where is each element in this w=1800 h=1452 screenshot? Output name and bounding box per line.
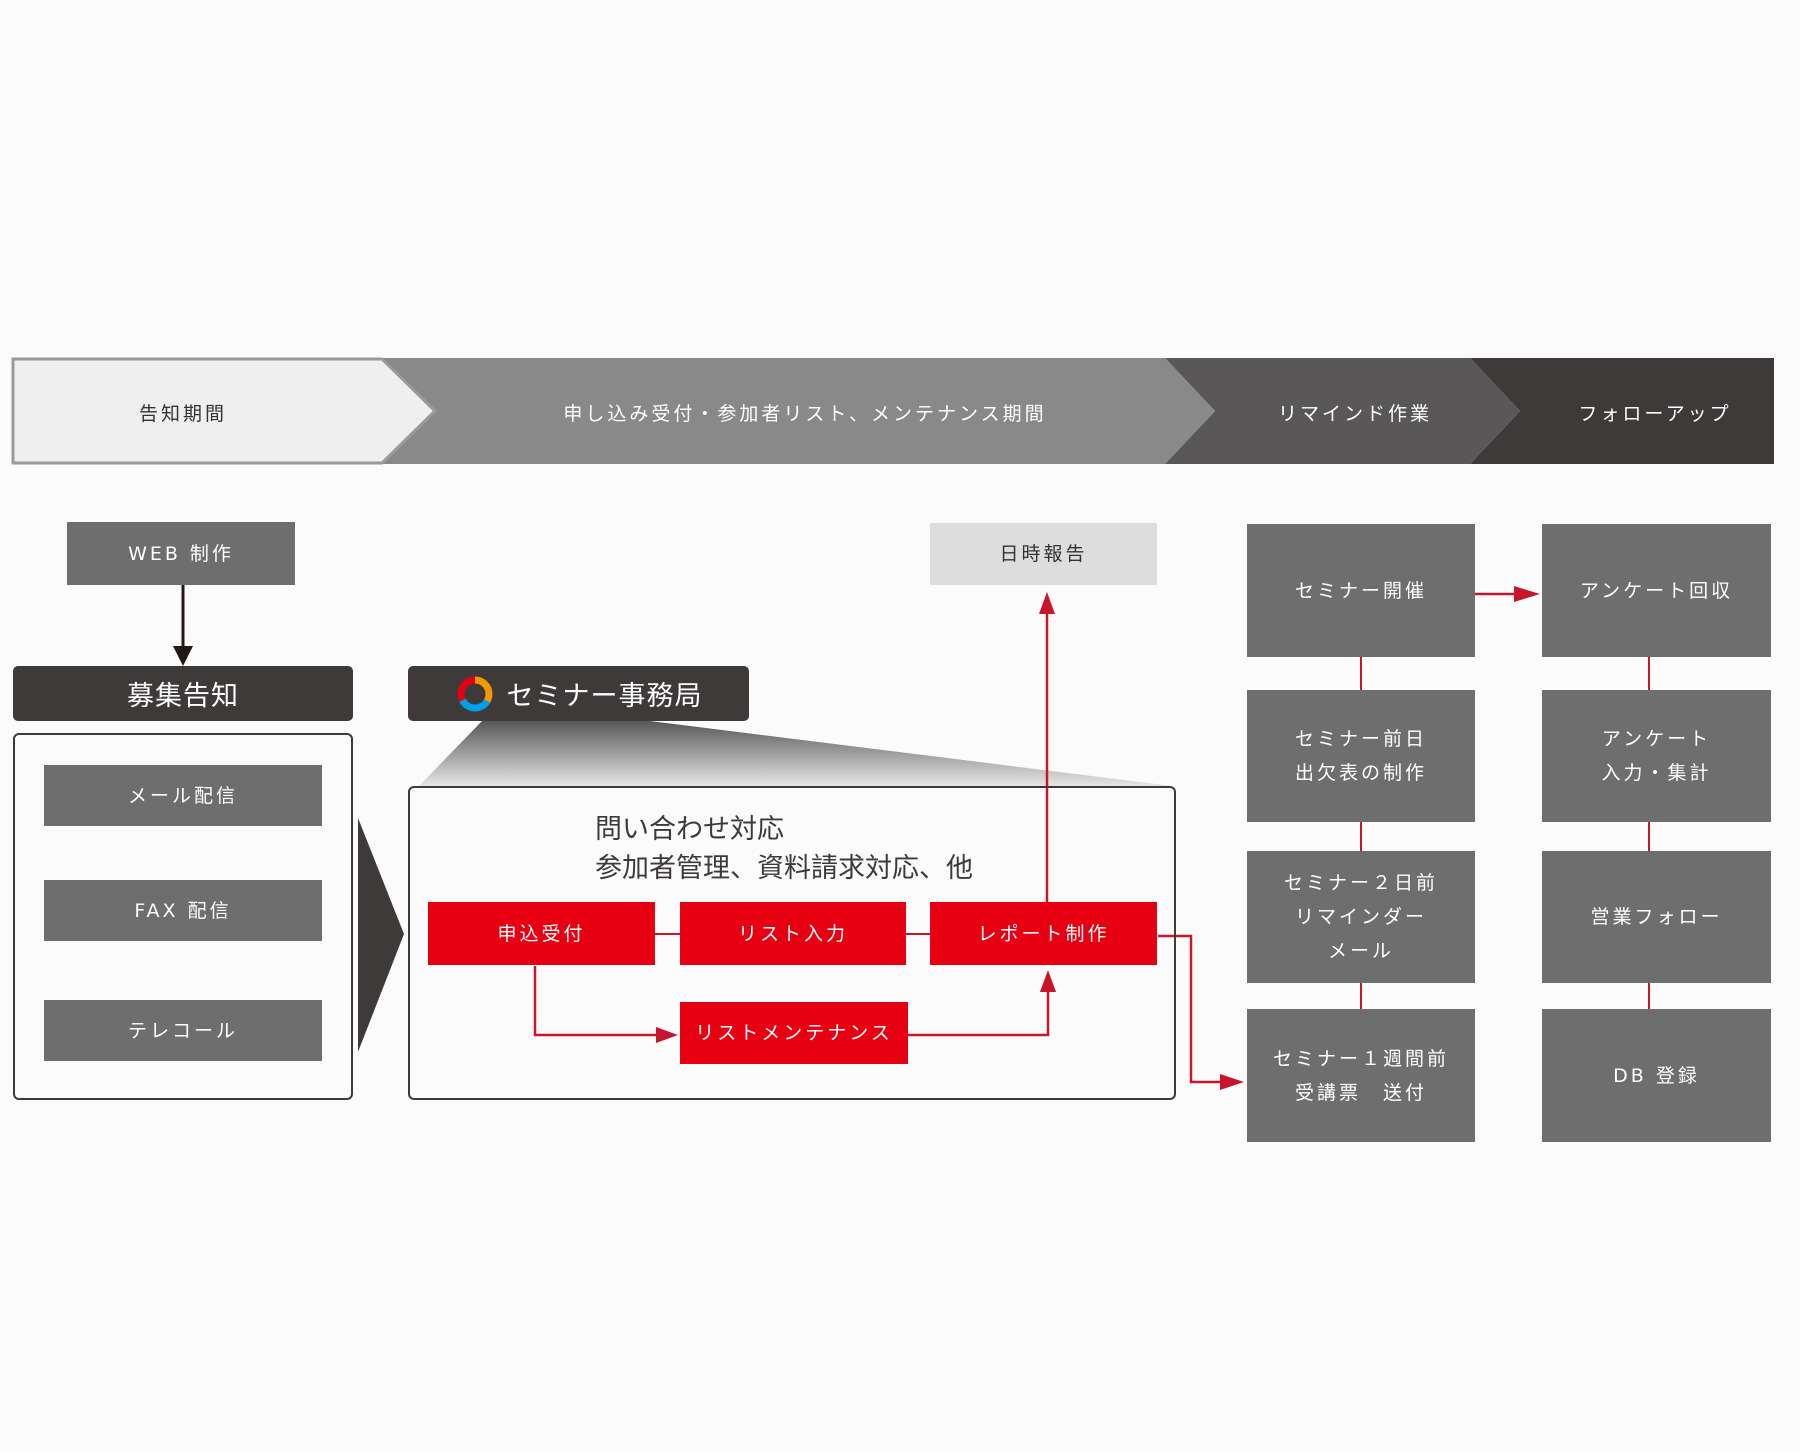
report-production-box: レポート制作 [930, 902, 1157, 965]
ticket-send-box: セミナー１週間前 受講票 送付 [1247, 1009, 1475, 1142]
maintenance-to-report-arrow [908, 990, 1050, 1037]
list-entry-box: リスト入力 [680, 902, 906, 965]
phase-1-label: 告知期間 [138, 402, 227, 425]
recruit-item-telecall: テレコール [44, 1000, 322, 1061]
secretariat-funnel [419, 721, 1172, 786]
phase-2-label: 申し込み受付・参加者リスト、メンテナンス期間 [563, 402, 1047, 425]
reminder-mail-box: セミナー２日前 リマインダー メール [1247, 851, 1475, 983]
secretariat-header-label: セミナー事務局 [506, 681, 703, 712]
phase-4-label: フォローアップ [1578, 402, 1732, 425]
list-maintenance-box: リストメンテナンス [680, 1002, 908, 1064]
phase-1-chevron [11, 357, 438, 465]
survey-collection-box: アンケート回収 [1542, 524, 1771, 657]
application-intake-box: 申込受付 [428, 902, 655, 965]
recruit-item-mail: メール配信 [44, 765, 322, 826]
phase-4-chevron [1470, 358, 1774, 464]
secretariat-header: セミナー事務局 [408, 666, 749, 721]
daily-report-box: 日時報告 [930, 523, 1157, 585]
flow-chevron-arrow [358, 818, 404, 1052]
recruit-item-fax: FAX 配信 [44, 880, 322, 941]
secretariat-desc-line2: 参加者管理、資料請求対応、他 [595, 853, 973, 884]
phase-2-chevron [382, 358, 1215, 464]
recruit-header: 募集告知 [13, 666, 353, 721]
attendance-sheet-box: セミナー前日 出欠表の制作 [1247, 690, 1475, 822]
seminar-held-box: セミナー開催 [1247, 524, 1475, 657]
sales-follow-box: 営業フォロー [1542, 851, 1771, 983]
secretariat-desc-line1: 問い合わせ対応 [595, 814, 784, 845]
phase-3-chevron [1165, 358, 1520, 464]
survey-input-box: アンケート 入力・集計 [1542, 690, 1771, 822]
intake-to-maintenance-arrow [533, 966, 658, 1037]
ring-logo-icon [457, 676, 492, 711]
db-registration-box: DB 登録 [1542, 1009, 1771, 1142]
secretariat-frame [408, 786, 1176, 1100]
phase-3-label: リマインド作業 [1277, 402, 1432, 425]
web-production-box: WEB 制作 [67, 522, 295, 585]
